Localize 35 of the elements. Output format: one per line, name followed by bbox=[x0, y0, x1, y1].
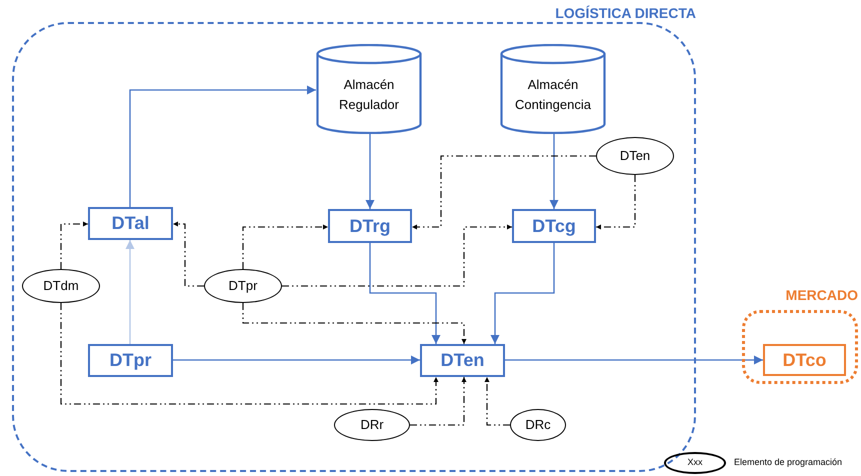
ellipse-node: DRc bbox=[510, 409, 566, 441]
arrow bbox=[366, 134, 374, 209]
process-box: DTcg bbox=[512, 209, 596, 243]
process-box: DTen bbox=[420, 344, 505, 377]
arrow bbox=[129, 86, 316, 207]
dash-dot-arrow bbox=[60, 222, 88, 269]
process-box: DTpr bbox=[88, 344, 173, 377]
database-cylinder: Almacén Regulador bbox=[316, 44, 422, 134]
dash-dot-arrow bbox=[242, 224, 328, 269]
ellipse-node: DTen bbox=[596, 137, 674, 175]
arrow bbox=[369, 243, 440, 344]
process-box: DTrg bbox=[328, 209, 412, 243]
ellipse-node: DRr bbox=[334, 409, 410, 441]
arrow bbox=[173, 356, 420, 364]
dash-dot-arrow bbox=[410, 377, 466, 426]
ellipse-node: DTdm bbox=[22, 269, 100, 303]
dash-dot-arrow bbox=[60, 303, 438, 405]
dash-dot-arrow bbox=[173, 222, 204, 287]
arrow bbox=[550, 134, 558, 209]
arrow bbox=[126, 240, 134, 344]
sample-text: Xxx bbox=[687, 456, 702, 470]
group-title: LOGÍSTICA DIRECTA bbox=[555, 4, 696, 22]
dash-dot-arrow bbox=[282, 224, 512, 287]
dash-dot-arrow bbox=[412, 155, 596, 230]
group-title: MERCADO bbox=[786, 286, 858, 304]
arrow bbox=[505, 356, 763, 364]
dash-dot-arrow bbox=[242, 303, 466, 344]
legend-text: Elemento de programación bbox=[734, 456, 842, 470]
arrow bbox=[490, 243, 555, 344]
database-cylinder: Almacén Contingencia bbox=[500, 44, 606, 134]
process-box: DTal bbox=[88, 207, 173, 240]
dash-dot-arrow bbox=[596, 175, 636, 230]
process-box: DTco bbox=[763, 344, 846, 376]
dash-dot-arrow bbox=[484, 377, 510, 426]
ellipse-node: DTpr bbox=[204, 269, 282, 303]
